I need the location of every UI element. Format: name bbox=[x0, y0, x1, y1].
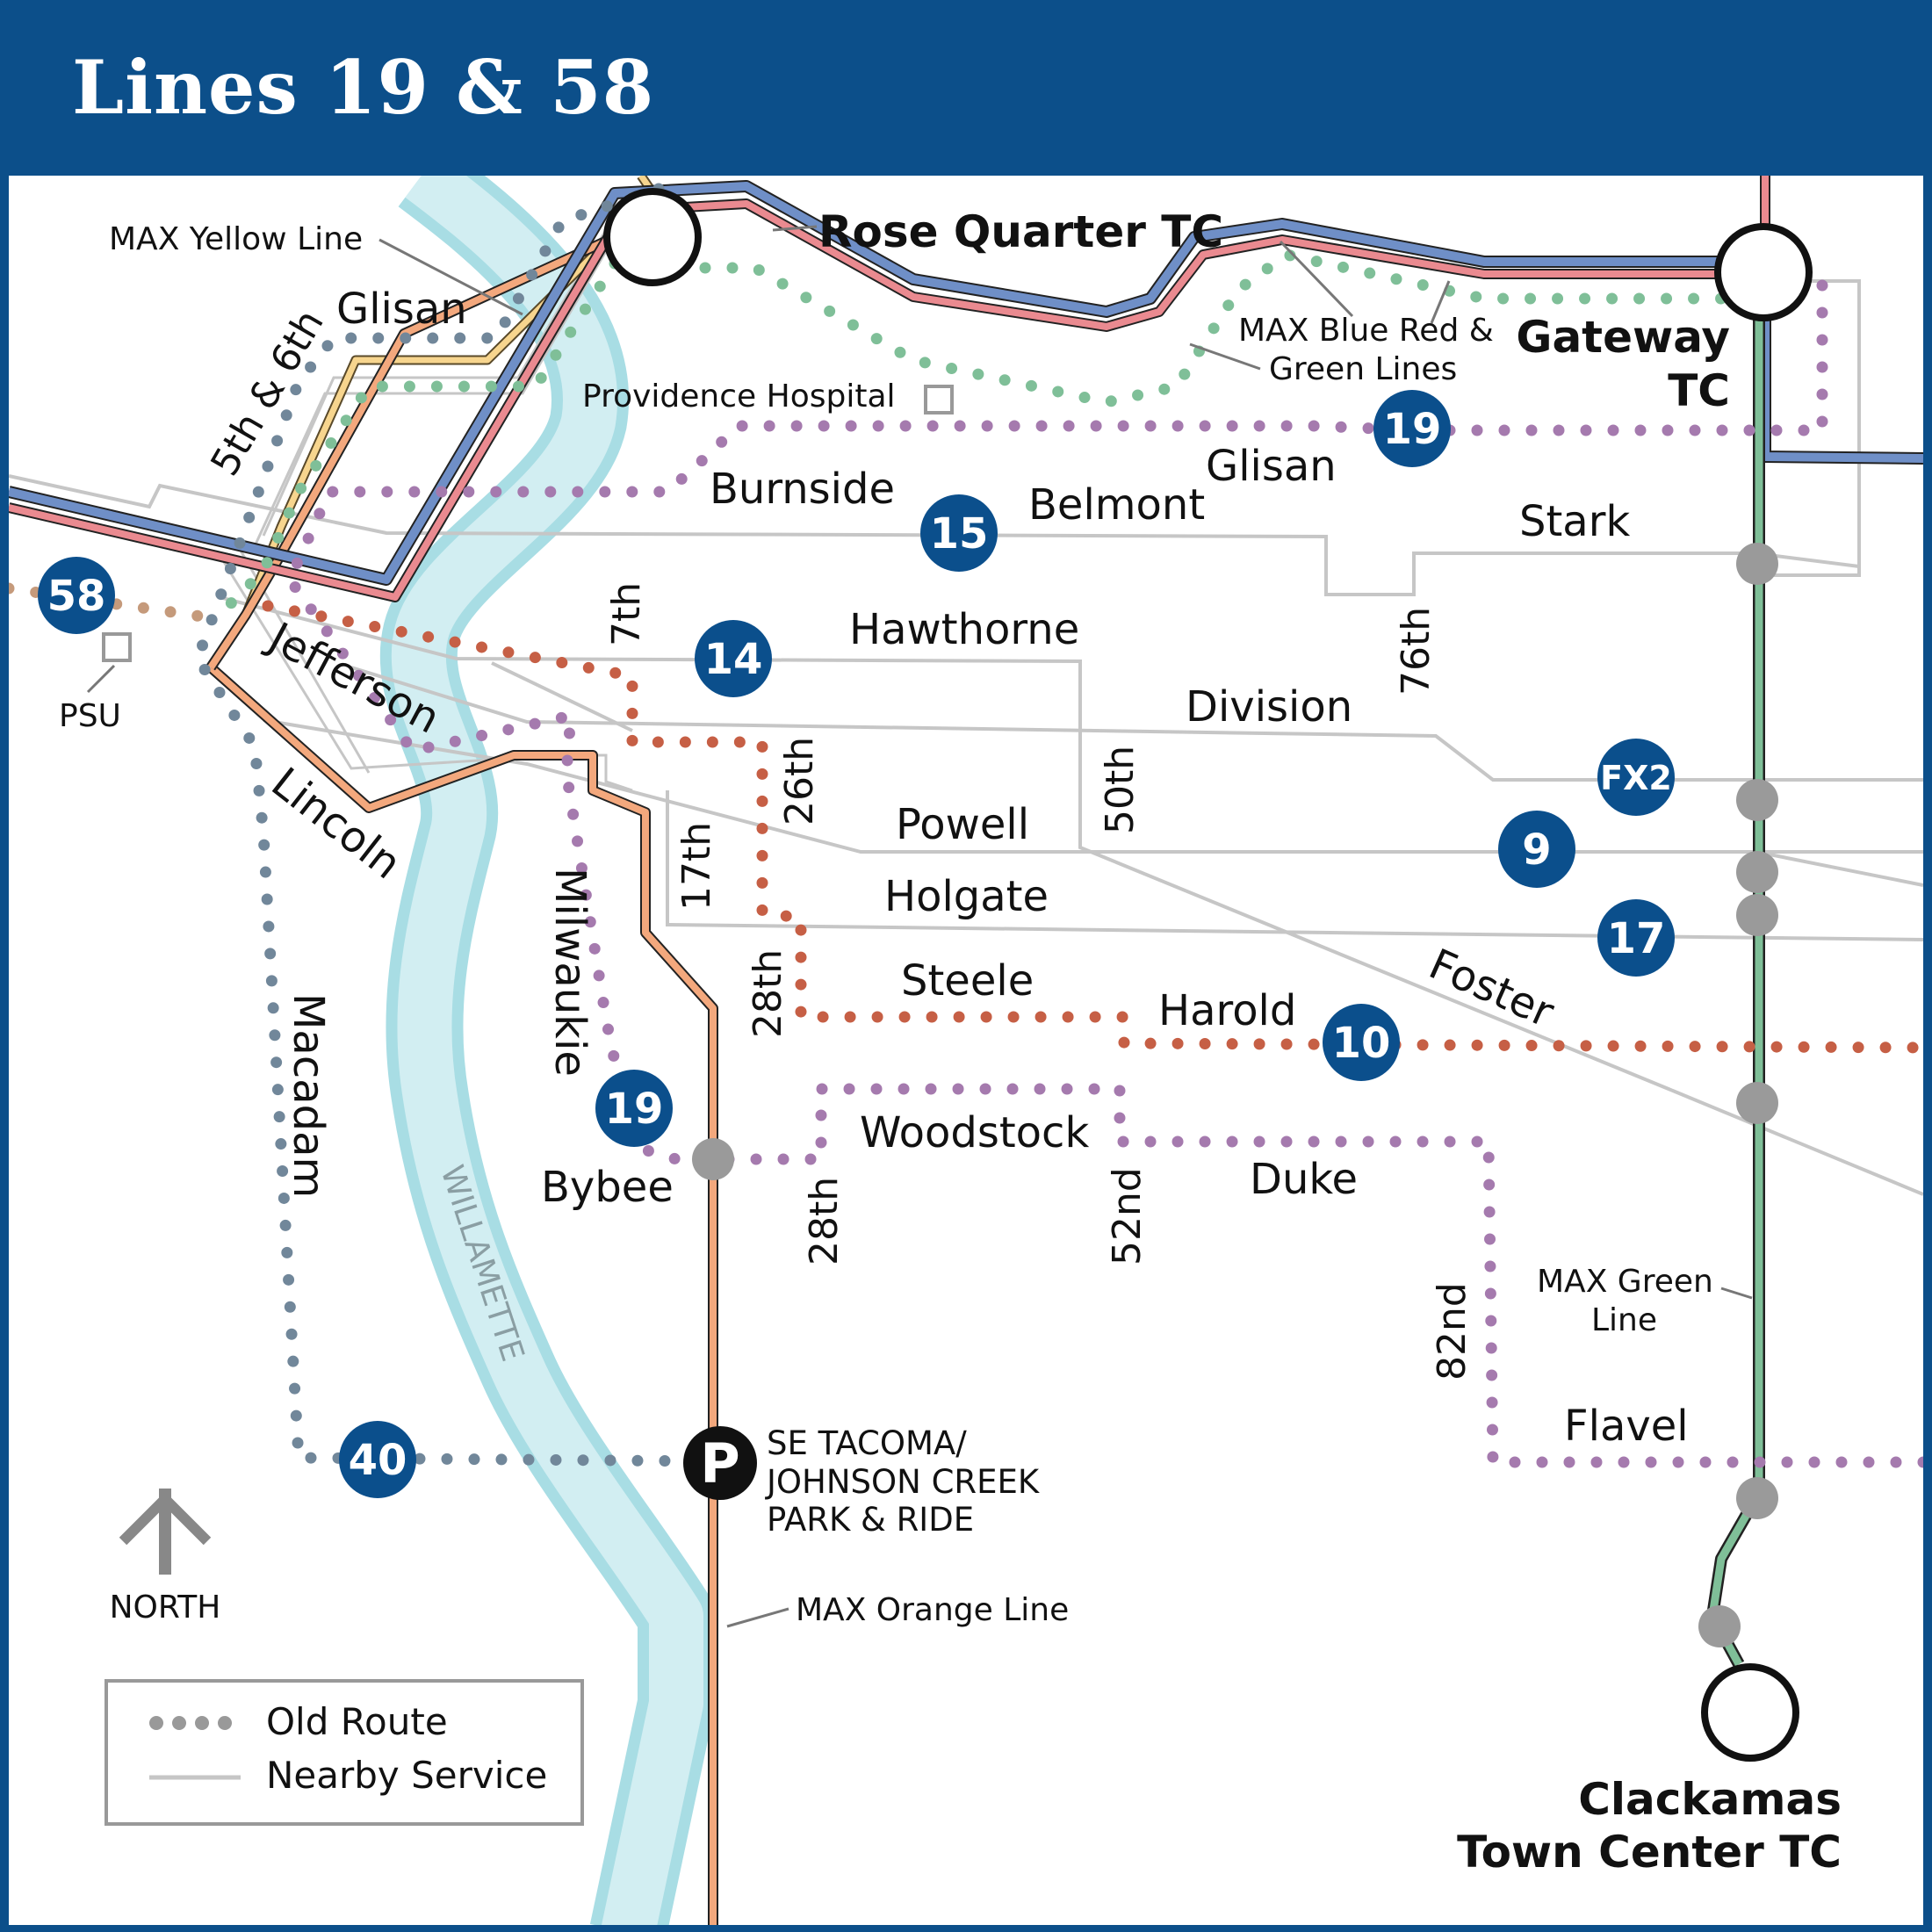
clackamas-label-1: Clackamas bbox=[1578, 1774, 1842, 1825]
callout-labels: MAX Yellow Line MAX Blue Red & Green Lin… bbox=[59, 221, 1713, 1628]
street-macadam: Macadam bbox=[284, 993, 333, 1198]
street-7th: 7th bbox=[604, 582, 649, 646]
legend-box bbox=[105, 1679, 584, 1826]
route-17-label: 17 bbox=[1607, 914, 1666, 963]
north-label: NORTH bbox=[110, 1590, 221, 1626]
route-10-label: 10 bbox=[1332, 1019, 1391, 1068]
street-stark: Stark bbox=[1519, 497, 1630, 546]
rose-quarter-station[interactable] bbox=[603, 188, 702, 286]
old-route-green-path-2 bbox=[213, 257, 621, 621]
gateway-label-1: Gateway bbox=[1516, 312, 1730, 363]
station-labels: Rose Quarter TC Gateway TC Clackamas Tow… bbox=[818, 206, 1842, 1878]
route-14-badge[interactable]: 14 bbox=[695, 620, 772, 697]
street-steele: Steele bbox=[901, 956, 1034, 1006]
park-ride-label-3: PARK & RIDE bbox=[767, 1501, 974, 1539]
major-stations: P bbox=[603, 188, 1813, 1762]
route-10-badge[interactable]: 10 bbox=[1323, 1004, 1400, 1081]
legend: Old Route Nearby Service bbox=[105, 1679, 584, 1826]
route-9-label: 9 bbox=[1522, 825, 1551, 875]
route-badges: 19 15 58 14 FX2 9 17 10 bbox=[38, 390, 1675, 1498]
old-route-40-path bbox=[191, 183, 726, 1467]
route-15-badge[interactable]: 15 bbox=[920, 494, 998, 572]
route-9-badge[interactable]: 9 bbox=[1498, 811, 1575, 888]
clackamas-label-2: Town Center TC bbox=[1457, 1827, 1842, 1878]
route-58-label: 58 bbox=[47, 572, 106, 621]
street-powell: Powell bbox=[896, 800, 1029, 849]
street-hawthorne: Hawthorne bbox=[849, 605, 1079, 654]
psu-icon bbox=[102, 632, 132, 662]
max-green-label-2: Line bbox=[1591, 1302, 1657, 1338]
old-route-19-path bbox=[283, 279, 1923, 1468]
gateway-label-2: TC bbox=[1668, 365, 1730, 416]
route-40-badge[interactable]: 40 bbox=[339, 1421, 416, 1498]
street-harold: Harold bbox=[1158, 986, 1296, 1035]
street-glisan-west: Glisan bbox=[336, 285, 467, 334]
route-40-label: 40 bbox=[349, 1436, 407, 1485]
map-canvas: P Rose Quarter TC Gateway TC Clackamas T… bbox=[9, 176, 1923, 1925]
street-belmont: Belmont bbox=[1028, 480, 1205, 530]
route-15-label: 15 bbox=[930, 509, 989, 559]
psu-label: PSU bbox=[59, 698, 121, 734]
callout-leaders bbox=[86, 225, 1753, 1628]
rose-quarter-label: Rose Quarter TC bbox=[818, 206, 1223, 257]
route-19-badge-north[interactable]: 19 bbox=[1373, 390, 1451, 467]
street-holgate: Holgate bbox=[884, 872, 1049, 921]
transfer-stops bbox=[692, 543, 1778, 1647]
gateway-station[interactable] bbox=[1714, 223, 1813, 321]
max-orange-label: MAX Orange Line bbox=[796, 1592, 1069, 1628]
providence-label: Providence Hospital bbox=[582, 378, 896, 415]
street-76th: 76th bbox=[1394, 607, 1438, 696]
street-17th: 17th bbox=[674, 822, 719, 911]
max-green-label-1: MAX Green bbox=[1537, 1264, 1713, 1300]
street-milwaukie: Milwaukie bbox=[545, 868, 595, 1077]
max-yellow-label: MAX Yellow Line bbox=[109, 221, 363, 257]
route-19-label-north: 19 bbox=[1383, 405, 1442, 454]
header-bar: Lines 19 & 58 bbox=[0, 0, 1932, 176]
legend-old-route: Old Route bbox=[266, 1700, 448, 1743]
street-duke: Duke bbox=[1250, 1155, 1358, 1204]
route-map: P Rose Quarter TC Gateway TC Clackamas T… bbox=[9, 176, 1923, 1925]
route-fx2-badge[interactable]: FX2 bbox=[1597, 739, 1675, 816]
route-19-label-south: 19 bbox=[605, 1085, 664, 1134]
old-route-green-path bbox=[617, 249, 1763, 408]
max-brg-label-1: MAX Blue Red & bbox=[1238, 313, 1494, 349]
route-14-label: 14 bbox=[704, 635, 763, 684]
route-19-badge-south[interactable]: 19 bbox=[595, 1070, 673, 1147]
providence-hospital-icon bbox=[924, 385, 954, 415]
street-foster: Foster bbox=[1422, 940, 1561, 1038]
max-brg-label-2: Green Lines bbox=[1269, 351, 1457, 387]
street-flavel: Flavel bbox=[1564, 1402, 1689, 1451]
street-woodstock: Woodstock bbox=[860, 1108, 1089, 1157]
street-28th-north: 28th bbox=[746, 949, 790, 1038]
route-fx2-label: FX2 bbox=[1600, 759, 1672, 797]
nearby-service-lines bbox=[9, 279, 1923, 1196]
park-ride-symbol: P bbox=[700, 1431, 739, 1496]
old-route-10-path bbox=[262, 600, 1923, 1054]
street-division: Division bbox=[1186, 682, 1352, 732]
street-bybee: Bybee bbox=[541, 1163, 674, 1212]
street-26th: 26th bbox=[777, 737, 822, 825]
street-burnside: Burnside bbox=[710, 465, 895, 514]
street-glisan-east: Glisan bbox=[1206, 442, 1337, 491]
park-ride-label-2: JOHNSON CREEK bbox=[765, 1463, 1041, 1501]
street-50th: 50th bbox=[1098, 746, 1143, 834]
street-28th-south: 28th bbox=[802, 1177, 847, 1265]
park-ride-icon[interactable] bbox=[683, 1426, 757, 1500]
street-52nd: 52nd bbox=[1105, 1167, 1150, 1265]
legend-dotted-swatch bbox=[149, 1716, 232, 1730]
route-58-badge[interactable]: 58 bbox=[38, 557, 115, 634]
street-82nd: 82nd bbox=[1430, 1282, 1474, 1381]
clackamas-station[interactable] bbox=[1701, 1663, 1799, 1762]
route-17-badge[interactable]: 17 bbox=[1597, 899, 1675, 977]
map-title: Lines 19 & 58 bbox=[72, 44, 655, 131]
park-ride-labels: SE TACOMA/ JOHNSON CREEK PARK & RIDE bbox=[765, 1424, 1041, 1539]
park-ride-label-1: SE TACOMA/ bbox=[767, 1424, 967, 1462]
willamette-river bbox=[379, 176, 715, 1925]
north-arrow: NORTH bbox=[110, 1489, 221, 1626]
legend-nearby-service: Nearby Service bbox=[266, 1754, 547, 1797]
